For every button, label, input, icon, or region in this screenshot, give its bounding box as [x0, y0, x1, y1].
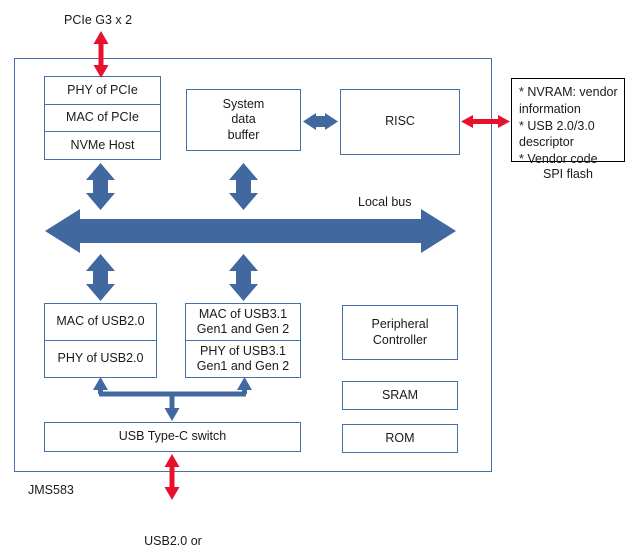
local-bus-label: Local bus — [358, 195, 412, 209]
mac-usb31-line-1: MAC of USB3.1 — [198, 306, 288, 321]
block-peripheral-controller[interactable]: Peripheral Controller — [342, 305, 458, 360]
block-nvme-host[interactable]: NVMe Host — [70, 138, 135, 153]
block-usb-typec-switch[interactable]: USB Type-C switch — [44, 422, 301, 452]
block-spi-flash[interactable]: * NVRAM: vendor information * USB 2.0/3.… — [511, 78, 625, 166]
block-sram[interactable]: SRAM — [342, 381, 458, 410]
pcie-stack: PHY of PCIe MAC of PCIe NVMe Host — [44, 76, 161, 160]
spi-flash-line-5: * Vendor code — [519, 152, 598, 166]
usb-interface-line-1: USB2.0 or — [144, 533, 202, 548]
spi-flash-line-3: * USB 2.0/3.0 — [519, 118, 595, 133]
pcie-interface-label: PCIe G3 x 2 — [64, 13, 133, 27]
block-mac-of-usb20[interactable]: MAC of USB2.0 — [45, 304, 156, 341]
spi-flash-line-1: * NVRAM: vendor — [519, 85, 618, 99]
chip-boundary-jms583 — [14, 58, 492, 472]
phy-usb31-line-1: PHY of USB3.1 — [200, 343, 286, 358]
block-mac-of-pcie[interactable]: MAC of PCIe — [45, 105, 160, 133]
spi-flash-line-4: descriptor — [519, 135, 574, 150]
spi-flash-line-2: information — [519, 101, 581, 116]
block-system-data-buffer[interactable]: System data buffer — [186, 89, 301, 151]
system-data-buffer-line-2: data — [231, 112, 256, 127]
chip-name-label: JMS583 — [28, 483, 74, 497]
system-data-buffer-line-3: buffer — [227, 127, 260, 142]
usb31-stack: MAC of USB3.1 Gen1 and Gen 2 PHY of USB3… — [185, 303, 301, 378]
peripheral-controller-line-2: Controller — [372, 332, 428, 347]
spi-flash-caption: SPI flash — [542, 167, 594, 181]
peripheral-controller-line-1: Peripheral — [371, 317, 429, 332]
block-rom[interactable]: ROM — [342, 424, 458, 453]
block-phy-of-usb31[interactable]: PHY of USB3.1 Gen1 and Gen 2 — [186, 341, 300, 377]
block-phy-of-usb20[interactable]: PHY of USB2.0 — [57, 351, 144, 366]
phy-usb31-line-2: Gen1 and Gen 2 — [196, 359, 290, 373]
usb20-stack: MAC of USB2.0 PHY of USB2.0 — [44, 303, 157, 378]
block-phy-of-pcie[interactable]: PHY of PCIe — [45, 77, 160, 105]
block-risc[interactable]: RISC — [340, 89, 460, 155]
system-data-buffer-line-1: System — [222, 97, 265, 112]
mac-usb31-line-2: Gen1 and Gen 2 — [196, 322, 290, 336]
block-mac-of-usb31[interactable]: MAC of USB3.1 Gen1 and Gen 2 — [186, 304, 300, 341]
